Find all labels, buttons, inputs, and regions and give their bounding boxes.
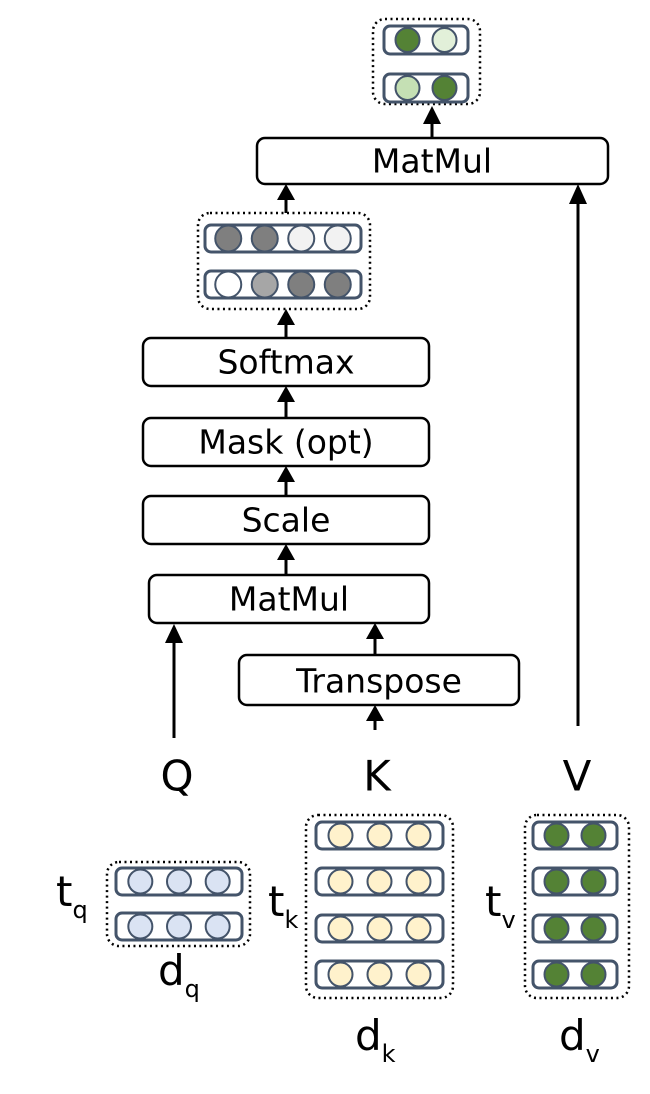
weights-1-dot <box>214 224 243 253</box>
tv-label: tv <box>485 877 516 934</box>
v-1-dot <box>580 822 607 849</box>
k-group <box>304 813 455 1000</box>
k-2-dot <box>405 868 432 895</box>
q-label: Q <box>160 752 193 801</box>
k-2-dot <box>327 868 354 895</box>
weights-2-dot <box>214 270 243 299</box>
q-1-dot <box>166 868 192 895</box>
k-1-dot <box>327 822 354 849</box>
weights-1-dot <box>250 224 279 253</box>
weights-1-row <box>203 223 363 254</box>
output-2-dot <box>431 75 458 101</box>
arrowhead-v <box>569 184 587 204</box>
k-3-dot <box>405 915 432 942</box>
matmul-bottom-label: MatMul <box>229 580 349 619</box>
arrowhead-scale <box>277 544 295 560</box>
q-2-dot <box>204 913 231 940</box>
transpose-box <box>237 653 521 707</box>
tk-label: tk <box>268 877 298 934</box>
output-1-dot <box>431 27 458 53</box>
weights-2-row <box>203 269 363 300</box>
weights-1-dot <box>287 224 316 253</box>
v-4-dot <box>580 961 607 988</box>
matmul-bottom-box <box>147 573 431 625</box>
arrowhead-q <box>165 624 183 643</box>
arrowhead-matmul-top-left <box>277 184 295 200</box>
q-group <box>105 860 252 948</box>
v-2-dot <box>580 868 607 895</box>
k-3-dot <box>327 915 354 942</box>
v-label: V <box>563 752 592 801</box>
vector-groups <box>105 17 631 1000</box>
weights-2-dot <box>287 270 316 299</box>
arrows <box>165 106 587 738</box>
dq-label: dq <box>158 946 200 1003</box>
k-4-dot <box>327 961 354 988</box>
output-1-dot <box>394 27 421 53</box>
v-2-dot <box>543 868 570 895</box>
dv-label: dv <box>559 1011 600 1068</box>
attention-weights-group <box>196 211 372 311</box>
matmul-top-label: MatMul <box>372 142 492 181</box>
v-4-dot <box>543 961 570 988</box>
dk-label: dk <box>355 1011 396 1068</box>
k-label: K <box>363 752 392 801</box>
transpose-label: Transpose <box>295 662 462 701</box>
q-2-dot <box>127 913 154 940</box>
scale-label: Scale <box>242 501 331 540</box>
weights-1-dot <box>323 224 352 253</box>
arrowhead-mask <box>277 466 295 482</box>
weights-2-dot <box>323 270 352 299</box>
q-1-dot <box>127 868 154 895</box>
v-3-dot <box>580 915 607 942</box>
weights-2-dot <box>250 270 279 299</box>
arrowhead-softmax <box>277 386 295 402</box>
arrowhead-weights <box>277 309 295 325</box>
output-2-dot <box>394 75 421 101</box>
v-group <box>523 813 631 1000</box>
v-3-dot <box>543 915 570 942</box>
k-3-dot <box>366 915 393 942</box>
mask-label: Mask (opt) <box>198 423 373 462</box>
k-4-dot <box>366 961 393 988</box>
q-2-dot <box>166 913 192 940</box>
v-1-dot <box>543 822 570 849</box>
k-1-dot <box>405 822 432 849</box>
tq-label: tq <box>56 867 88 924</box>
arrowhead-output <box>423 106 441 124</box>
q-1-dot <box>204 868 231 895</box>
softmax-label: Softmax <box>217 343 354 382</box>
arrowhead-transpose <box>366 623 384 639</box>
output-group <box>371 17 482 106</box>
k-2-dot <box>366 868 393 895</box>
k-1-dot <box>366 822 393 849</box>
k-4-dot <box>405 961 432 988</box>
arrowhead-k <box>366 705 384 721</box>
